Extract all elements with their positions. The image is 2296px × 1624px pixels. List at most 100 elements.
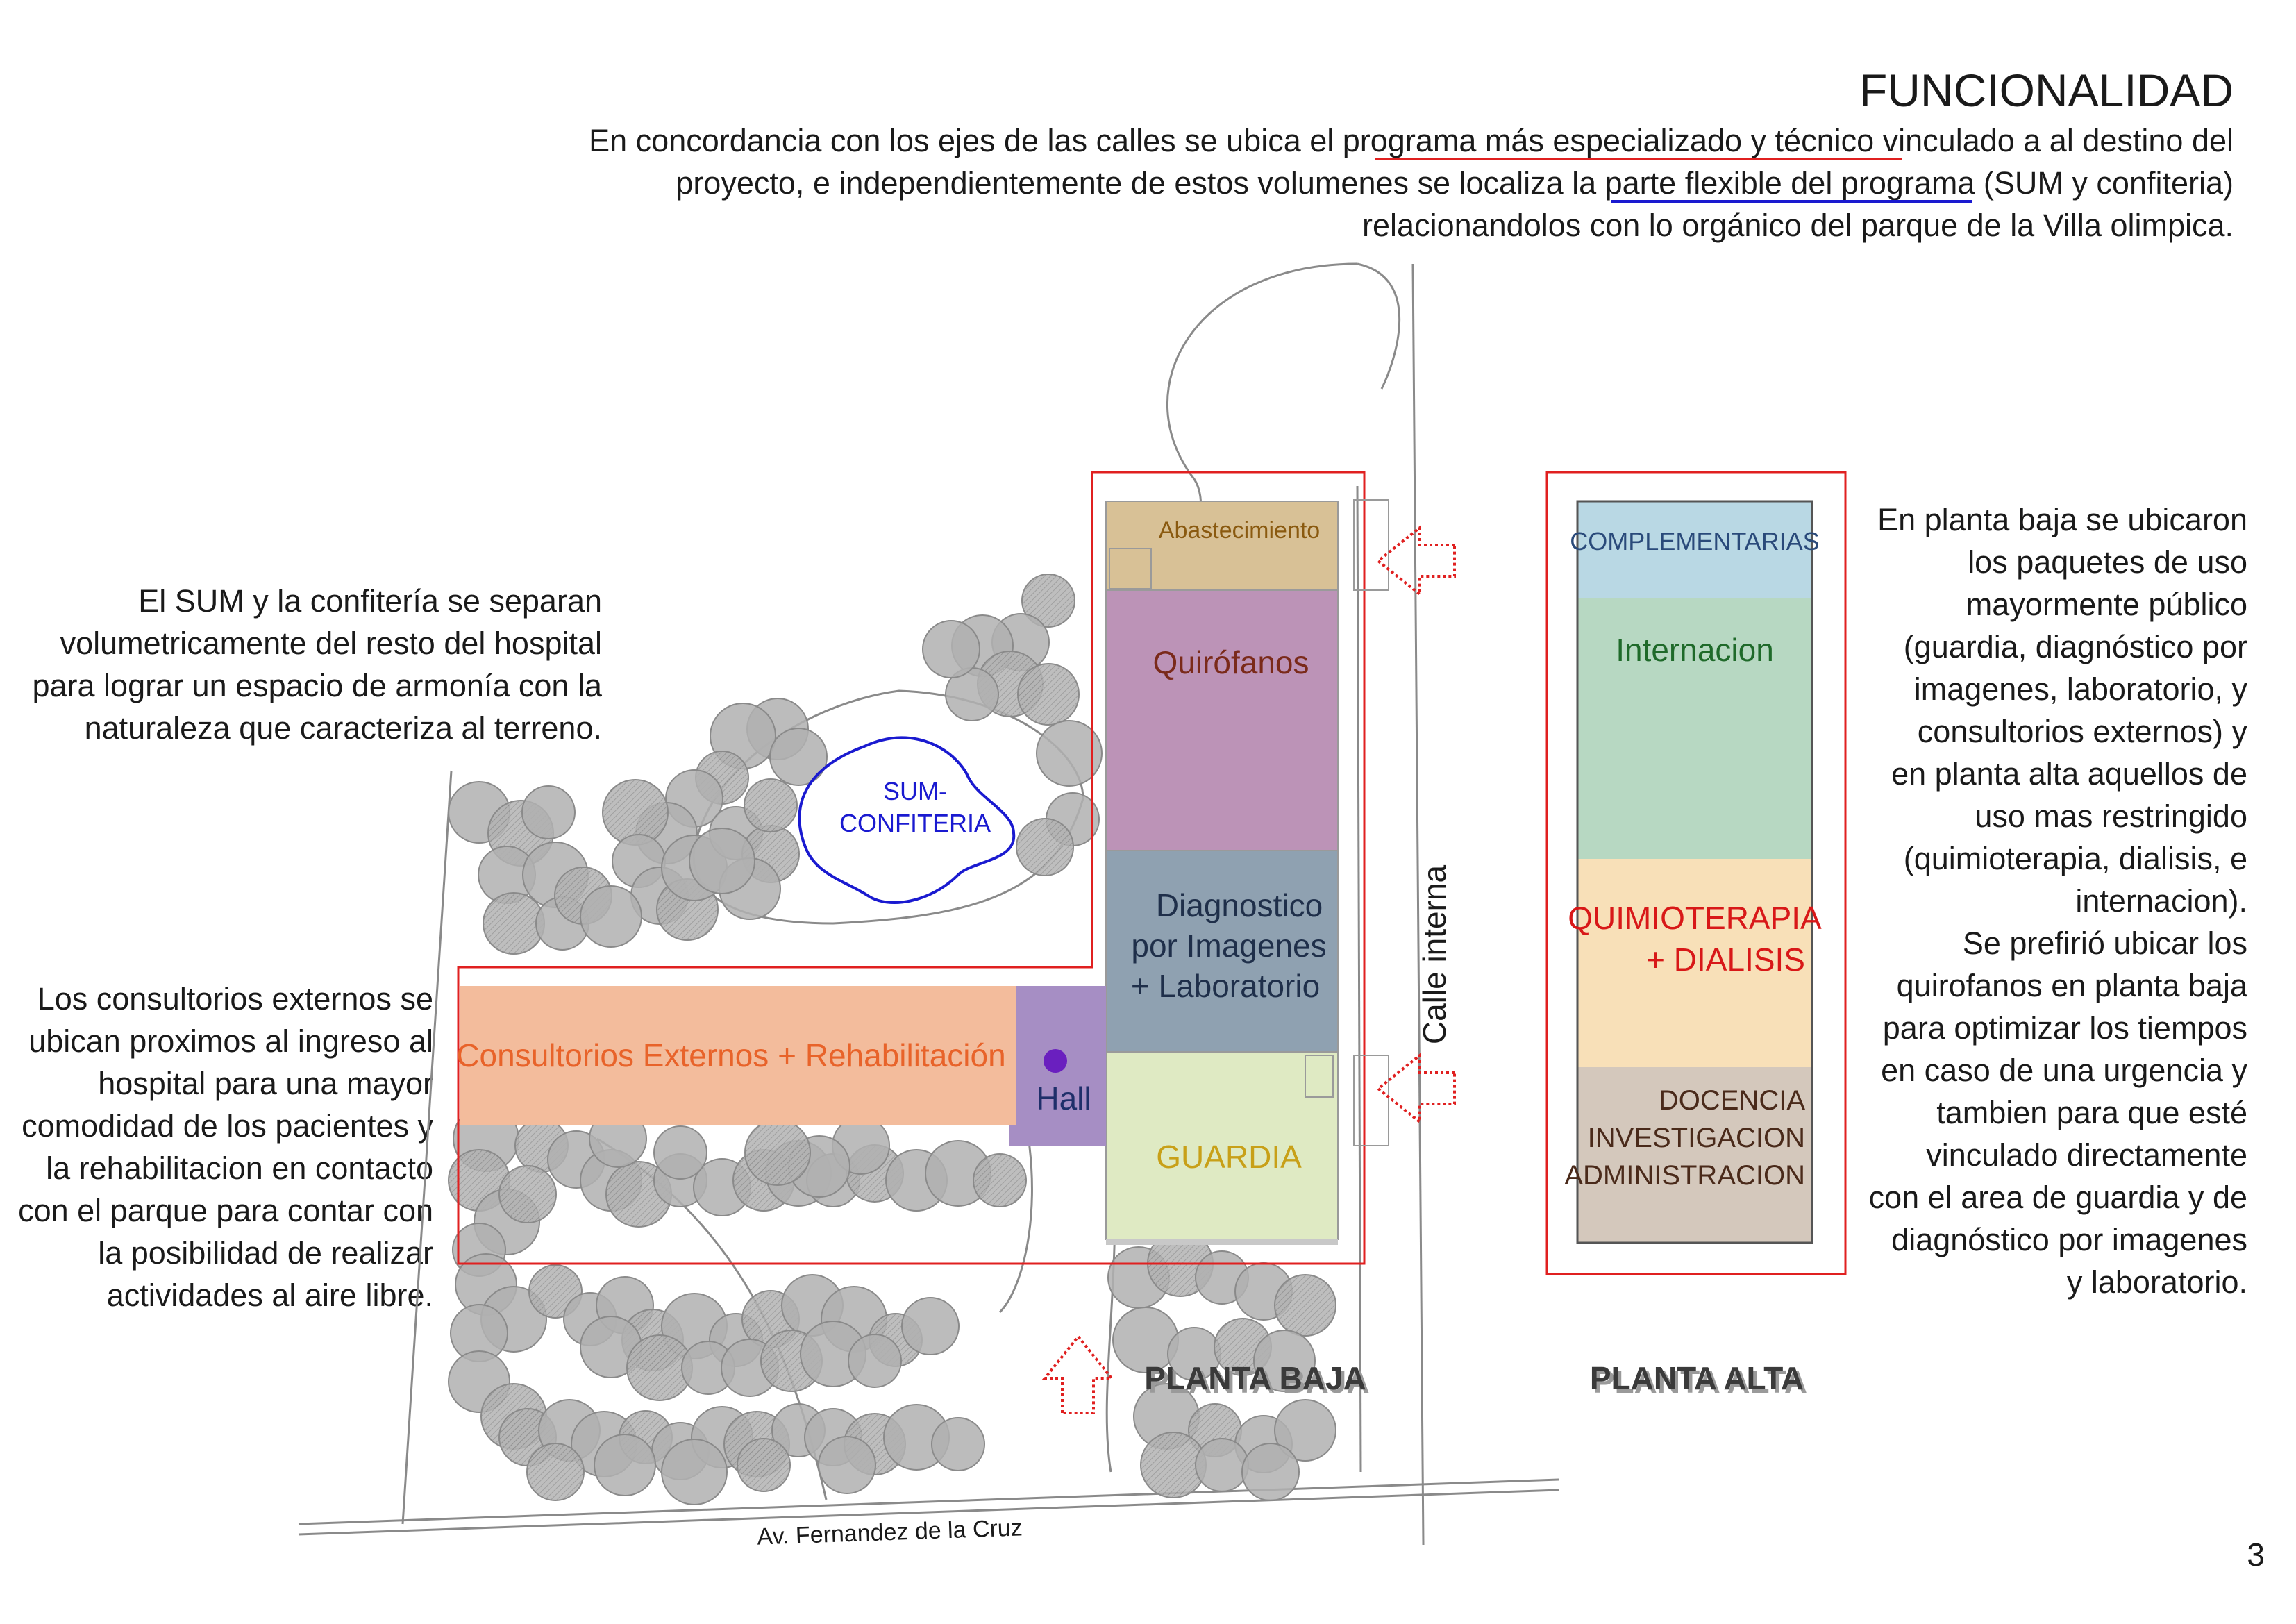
tree-icon	[744, 1119, 811, 1186]
tree-icon	[526, 1443, 585, 1501]
park-path-2	[998, 1131, 1033, 1314]
abastecimiento-label: Abastecimiento	[1159, 517, 1320, 544]
guardia-shadow	[1106, 1239, 1338, 1245]
sum-note-line: volumetricamente del resto del hospital	[60, 626, 602, 661]
planta-alta-outline	[1545, 471, 1847, 1275]
plantas-note-line: uso mas restringido	[1975, 798, 2247, 834]
plantas-note-line: (quimioterapia, dialisis, e	[1903, 841, 2247, 876]
plantas-note-line: en planta alta aquellos de	[1891, 756, 2247, 792]
planta-baja-outline	[457, 471, 1366, 1265]
internal-street-line-2	[1356, 485, 1362, 1473]
planta-baja-label: PLANTA BAJA	[1144, 1360, 1366, 1396]
sum-note: El SUM y la confitería se separan volume…	[0, 580, 602, 749]
page-title: FUNCIONALIDAD	[1859, 65, 2234, 116]
tree-icon	[483, 892, 545, 955]
planta-alta-label: PLANTA ALTA	[1590, 1360, 1804, 1396]
abastecimiento-box	[1109, 548, 1152, 589]
complementarias-block	[1577, 501, 1813, 599]
planta-baja-label-shadow: PLANTA BAJA	[1148, 1364, 1369, 1400]
tree-icon	[922, 620, 980, 678]
consultorios-note-line: la posibilidad de realizar	[98, 1235, 433, 1271]
consultorios-note-line: comodidad de los pacientes y	[22, 1108, 433, 1144]
consultorios-note-line: actividades al aire libre.	[106, 1278, 433, 1313]
tree-icon	[1253, 1330, 1316, 1392]
tree-icon	[521, 785, 576, 839]
consultorios-note-line: ubican proximos al ingreso al	[28, 1023, 433, 1059]
sum-note-line: para lograr un espacio de armonía con la	[32, 668, 602, 703]
plantas-note-line: diagnóstico por imagenes	[1891, 1222, 2247, 1257]
guardia-box	[1305, 1055, 1334, 1098]
tree-icon	[498, 1165, 557, 1223]
guardia-block	[1105, 1051, 1339, 1240]
internacion-label: Internacion	[1616, 632, 1774, 668]
avenue-label: Av. Fernandez de la Cruz	[757, 1514, 1023, 1550]
consultorios-note-line: hospital para una mayor	[98, 1066, 433, 1101]
consultorios-note-line: con el parque para contar con	[18, 1193, 433, 1228]
consultorios-note-line: la rehabilitacion en contacto	[46, 1150, 433, 1186]
plantas-note-line: los paquetes de uso	[1968, 544, 2247, 580]
arrow-left-icon	[1375, 524, 1456, 598]
hall-entrance-dot	[1044, 1049, 1067, 1073]
consultorios-block	[460, 986, 1016, 1125]
tree-icon	[1021, 574, 1075, 628]
tree-icon	[848, 1334, 902, 1388]
plantas-note-line: imagenes, laboratorio, y	[1913, 671, 2247, 707]
tree-icon	[744, 778, 798, 832]
tree-icon	[973, 1153, 1027, 1207]
quirofanos-block	[1105, 589, 1339, 851]
diagnostico-block	[1105, 850, 1339, 1053]
plantas-note-line: consultorios externos) y	[1917, 714, 2247, 749]
plantas-note-line: internacion).	[2075, 883, 2247, 919]
roundabout-2	[1357, 262, 1401, 390]
consultorios-note-line: Los consultorios externos se	[37, 981, 433, 1016]
diagnostico-label: Diagnostico	[1156, 887, 1323, 923]
tree-icon	[661, 1439, 728, 1505]
tree-icon	[653, 1125, 707, 1180]
avenue-line-2	[298, 1489, 1559, 1536]
planta-alta-label-shadow: PLANTA ALTA	[1593, 1364, 1807, 1400]
plantas-note-line: con el area de guardia y de	[1868, 1180, 2247, 1215]
docencia-label: ADMINISTRACION	[1564, 1160, 1805, 1191]
sum-label: CONFITERIA	[839, 809, 991, 837]
ramp-bottom	[1353, 1055, 1389, 1146]
site-boundary-left	[401, 770, 453, 1525]
intro-paragraph: En concordancia con los ejes de las call…	[498, 119, 2234, 246]
tree-icon	[737, 1438, 791, 1492]
consultorios-note: Los consultorios externos se ubican prox…	[0, 978, 433, 1316]
tree-icon	[818, 1436, 876, 1494]
tree-icon	[1016, 818, 1074, 876]
intro-line-1: En concordancia con los ejes de las call…	[589, 123, 2234, 158]
plantas-note-line: vinculado directamente	[1926, 1137, 2247, 1173]
sum-note-line: naturaleza que caracteriza al terreno.	[84, 710, 602, 746]
tree-icon	[1195, 1438, 1249, 1492]
tree-icon	[1036, 720, 1103, 787]
plantas-note-line: En planta baja se ubicaron	[1877, 502, 2247, 537]
tree-canopy-group	[448, 574, 1336, 1505]
page-number: 3	[2247, 1537, 2265, 1573]
plantas-note-line: en caso de una urgencia y	[1881, 1053, 2247, 1088]
intro-line-2: proyecto, e independientemente de estos …	[676, 165, 2234, 201]
complementarias-label: COMPLEMENTARIAS	[1570, 527, 1819, 555]
internal-street-line	[1411, 263, 1425, 1546]
site-lines	[298, 262, 1559, 1546]
plantas-note-line: Se prefirió ubicar los	[1962, 926, 2247, 961]
plantas-note-line: quirofanos en planta baja	[1896, 968, 2247, 1003]
docencia-block	[1577, 1067, 1812, 1243]
consultorios-label: Consultorios Externos + Rehabilitación	[456, 1037, 1005, 1073]
guardia-label: GUARDIA	[1156, 1139, 1302, 1175]
internal-street-label: Calle interna	[1416, 864, 1452, 1044]
tree-icon	[1274, 1399, 1336, 1462]
internacion-block	[1577, 598, 1812, 859]
plantas-note-line: para optimizar los tiempos	[1882, 1010, 2247, 1046]
quirofanos-label: Quirófanos	[1153, 644, 1309, 680]
ramps	[1353, 499, 1389, 1146]
access-arrows	[1041, 524, 1456, 1414]
sum-confiteria-blob	[798, 736, 1016, 904]
tree-icon	[769, 728, 828, 786]
intro-line-3: relacionandolos con lo orgánico del parq…	[1362, 208, 2234, 243]
plantas-note-line: mayormente público	[1966, 587, 2247, 622]
tree-icon	[1274, 1274, 1336, 1337]
planta-alta-frame	[1576, 500, 1813, 1244]
tree-icon	[594, 1434, 656, 1496]
